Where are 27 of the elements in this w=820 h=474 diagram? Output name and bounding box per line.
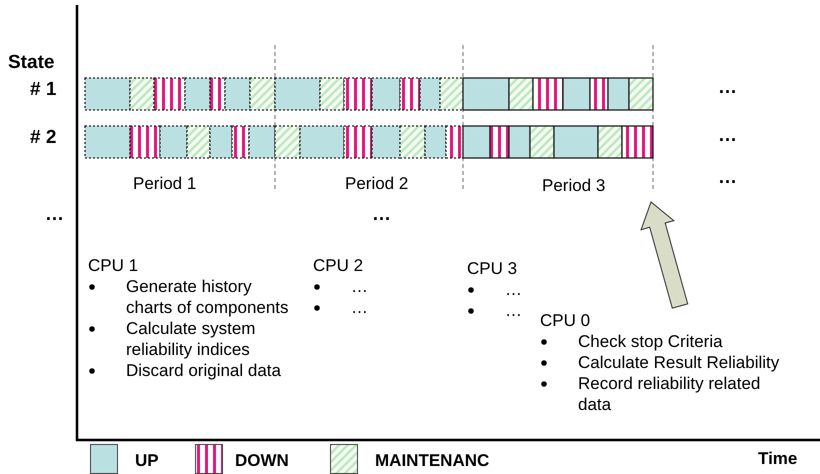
- ellipsis: …: [45, 205, 64, 226]
- bullet-item: Check stop Criteria: [540, 331, 790, 352]
- axis-title: State: [8, 53, 54, 74]
- bullet-item: Calculate Result Reliability: [540, 352, 790, 373]
- bullet-item: Discard original data: [88, 360, 296, 381]
- ellipsis: …: [372, 205, 391, 226]
- bullet-item: …: [467, 279, 547, 300]
- bullet-item: Calculate system reliability indices: [88, 318, 296, 360]
- legend-label: UP: [135, 452, 159, 471]
- row-label: # 1: [30, 80, 56, 101]
- bullet-item: …: [313, 276, 453, 297]
- legend-label: MAINTENANC: [375, 452, 490, 471]
- processor-heading: CPU 1: [88, 255, 138, 276]
- processor-heading: CPU 3: [467, 258, 518, 279]
- period-label: Period 2: [345, 175, 408, 194]
- bullet-item: Record reliability related data: [540, 373, 790, 415]
- period-label: Period 3: [542, 177, 606, 196]
- ellipsis: …: [718, 168, 737, 189]
- axis-title: Time: [758, 450, 798, 469]
- bullet-item: …: [313, 297, 453, 318]
- ellipsis: …: [718, 126, 737, 147]
- processor-heading: CPU 2: [313, 255, 364, 276]
- legend-label: DOWN: [235, 452, 289, 471]
- row-label: # 2: [30, 128, 56, 149]
- period-label: Period 1: [133, 175, 196, 194]
- bullet-item: Generate history charts of components: [88, 276, 296, 318]
- ellipsis: …: [718, 78, 737, 99]
